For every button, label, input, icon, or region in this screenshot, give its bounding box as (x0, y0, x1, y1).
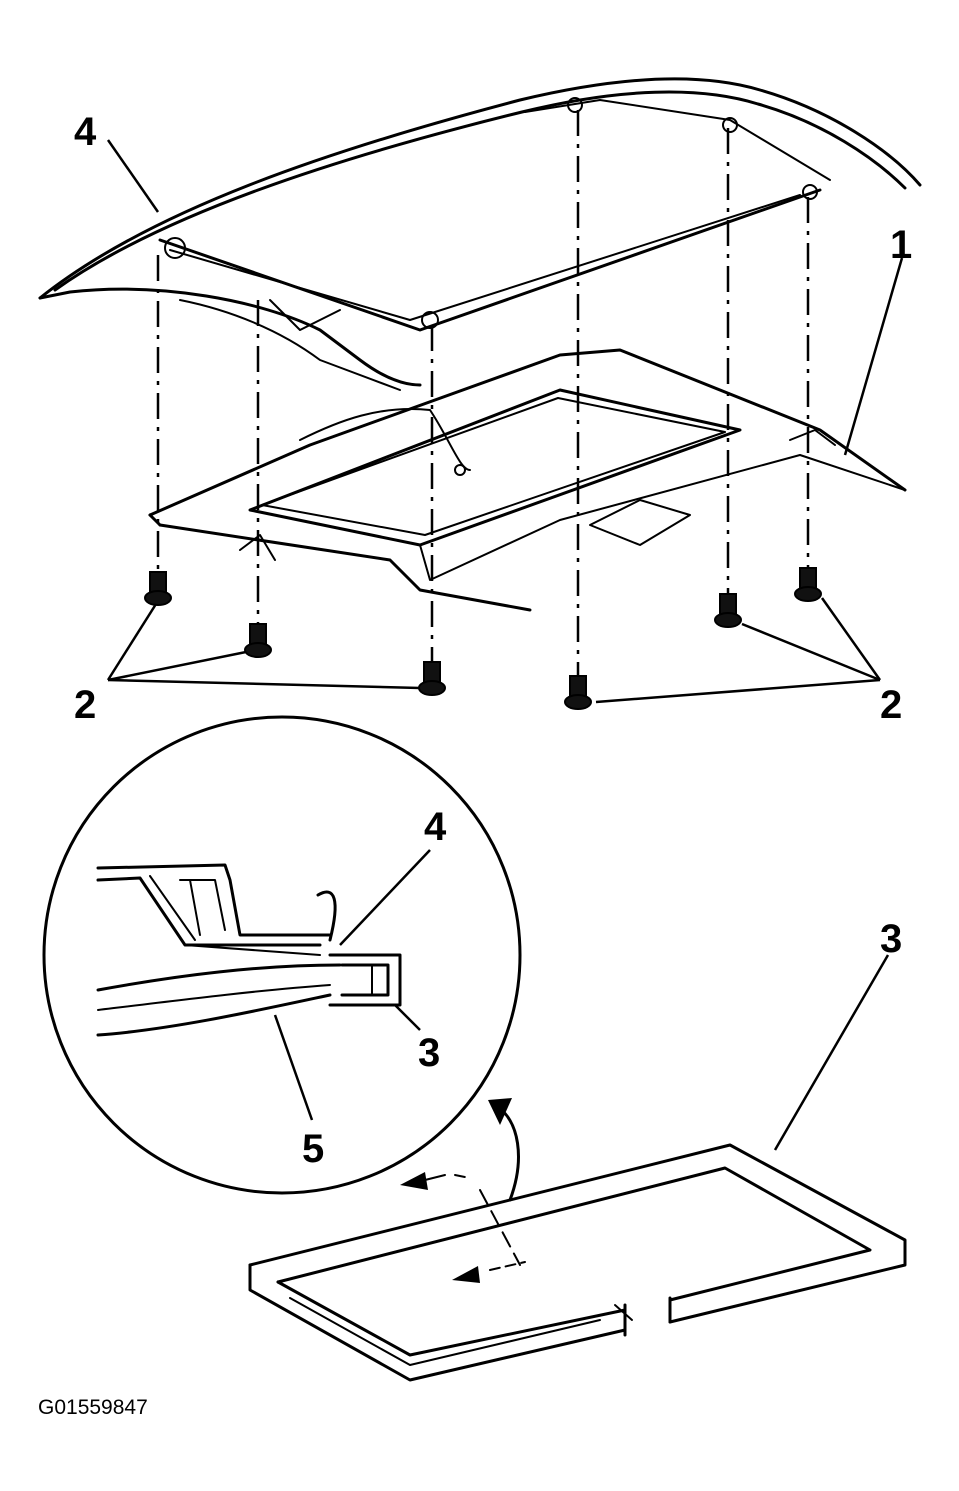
bolt-fastener (144, 571, 172, 606)
callout-trim-ring: 3 (880, 917, 902, 961)
detail-circle (42, 715, 522, 1195)
callout-headliner: 4 (74, 110, 97, 154)
figure-id: G01559847 (38, 1396, 148, 1419)
bolt-fastener (794, 567, 822, 602)
leader-lines (106, 139, 904, 1151)
sunroof-trim-ring (248, 1143, 907, 1382)
sunroof-module (148, 348, 907, 612)
bolt-group (144, 567, 822, 710)
callout-sunroof-module: 1 (890, 223, 912, 267)
headliner-panel (38, 77, 922, 391)
callout-detail-seal: 5 (302, 1127, 324, 1171)
motion-arrows (400, 1098, 526, 1283)
callout-detail-trim: 3 (418, 1031, 440, 1075)
bolt-fastener (714, 593, 742, 628)
callout-detail-headliner: 4 (424, 805, 447, 849)
callout-bolts-right: 2 (880, 683, 902, 727)
bolt-fastener (564, 675, 592, 710)
callout-bolts-left: 2 (74, 683, 96, 727)
bolt-fastener (418, 661, 446, 696)
alignment-lines (156, 110, 810, 680)
bolt-fastener (244, 623, 272, 658)
